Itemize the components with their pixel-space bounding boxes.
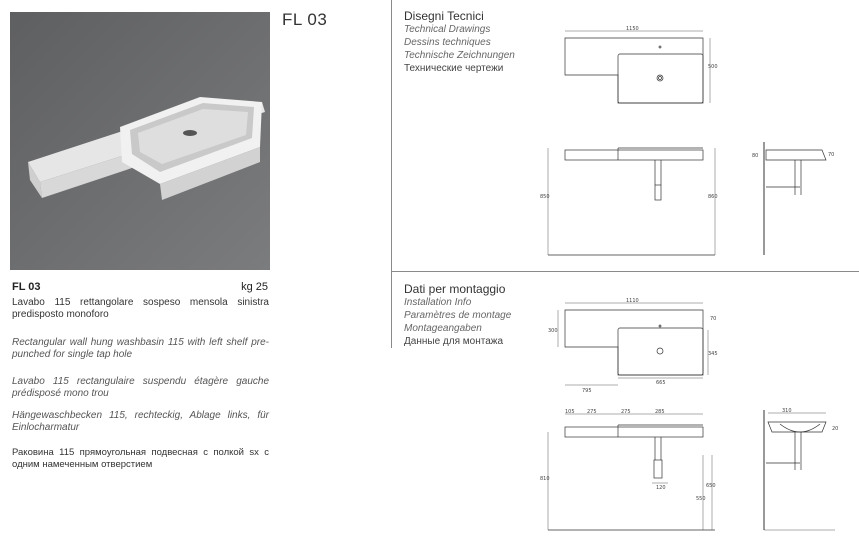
dim-mount-650: 650 bbox=[706, 483, 716, 489]
mounting-side-view: 310 20 bbox=[763, 408, 838, 531]
mounting-title-fr: Paramètres de montage bbox=[404, 310, 512, 321]
dim-mount-795: 795 bbox=[582, 388, 592, 394]
vertical-divider bbox=[391, 0, 392, 348]
dim-mount-width: 1110 bbox=[626, 298, 639, 304]
description-russian: Раковина 115 прямоугольная подвесная с п… bbox=[12, 447, 269, 470]
description-english: Rectangular wall hung washbasin 115 with… bbox=[12, 337, 269, 360]
dim-mount-345: 345 bbox=[708, 351, 718, 357]
mounting-title-de: Montageangaben bbox=[404, 323, 482, 334]
description-german: Hängewaschbecken 115, rechteckig, Ablage… bbox=[12, 410, 269, 433]
dim-mount-depth: 300 bbox=[548, 328, 558, 334]
side-view-drawing: 80 70 bbox=[752, 142, 834, 255]
dim-mount-275b: 275 bbox=[621, 409, 631, 415]
technical-title-en: Technical Drawings bbox=[404, 24, 491, 35]
dim-side2: 70 bbox=[828, 152, 834, 158]
dim-depth: 500 bbox=[708, 64, 718, 70]
product-code: FL 03 bbox=[12, 281, 41, 293]
mounting-title-ru: Данные для монтажа bbox=[404, 336, 504, 347]
description-italian: Lavabo 115 rettangolare sospeso mensola … bbox=[12, 297, 269, 320]
dim-mount-285: 285 bbox=[655, 409, 665, 415]
mounting-front-view: 105 275 275 285 810 650 550 120 bbox=[540, 409, 716, 531]
product-photo bbox=[10, 12, 270, 270]
mounting-title: Dati per montaggio bbox=[404, 282, 506, 296]
top-view-drawing: 1150 500 bbox=[564, 26, 718, 104]
dim-mount-665: 665 bbox=[656, 380, 666, 386]
dim-mount-275a: 275 bbox=[587, 409, 597, 415]
dim-h1: 850 bbox=[540, 194, 550, 200]
dim-mount-105: 105 bbox=[565, 409, 575, 415]
technical-title-ru: Технические чертежи bbox=[404, 63, 504, 74]
model-code: FL 03 bbox=[282, 10, 328, 29]
dim-mount-20: 20 bbox=[832, 426, 838, 432]
dim-h2: 860 bbox=[708, 194, 718, 200]
dim-mount-550: 550 bbox=[696, 496, 706, 502]
mounting-title-en: Installation Info bbox=[404, 297, 472, 308]
description-french: Lavabo 115 rectangulaire suspendu étagèr… bbox=[12, 376, 269, 399]
product-weight: kg 25 bbox=[241, 281, 268, 293]
technical-drawings-header: Disegni Tecnici Technical Drawings Dessi… bbox=[404, 9, 515, 75]
dim-side1: 80 bbox=[752, 153, 758, 159]
horizontal-divider bbox=[392, 271, 859, 272]
dim-mount-310: 310 bbox=[782, 408, 792, 414]
dim-mount-810: 810 bbox=[540, 476, 550, 482]
technical-title: Disegni Tecnici bbox=[404, 9, 484, 23]
mounting-header: Dati per montaggio Installation Info Par… bbox=[404, 282, 511, 348]
technical-title-de: Technische Zeichnungen bbox=[404, 50, 515, 61]
technical-title-fr: Dessins techniques bbox=[404, 37, 491, 48]
dim-mount-hole: 120 bbox=[656, 485, 666, 491]
front-view-drawing: 850 860 bbox=[540, 147, 718, 256]
washbasin-render bbox=[10, 12, 270, 270]
mounting-top-view: 1110 300 70 345 665 795 bbox=[548, 298, 718, 394]
dim-width: 1150 bbox=[626, 26, 639, 32]
dim-mount-70: 70 bbox=[710, 316, 716, 322]
